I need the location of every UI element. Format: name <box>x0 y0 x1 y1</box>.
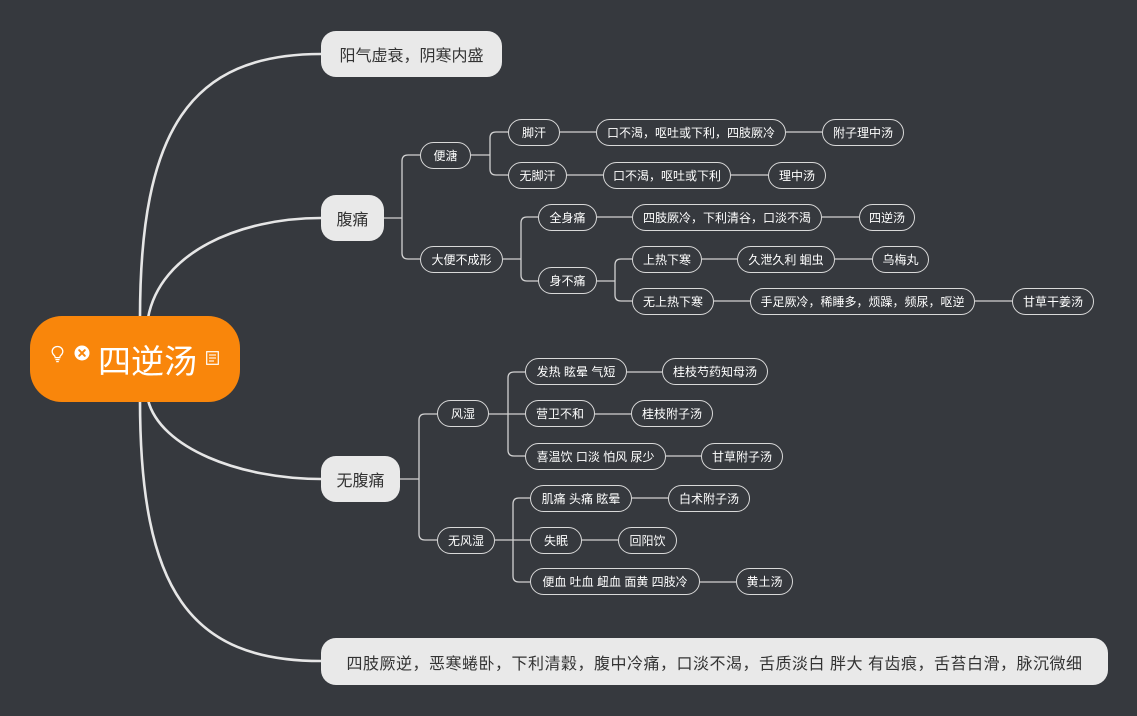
subtopic-insomnia[interactable]: 失眠 <box>530 527 582 554</box>
subtopic-no-foot-sweat[interactable]: 无脚汗 <box>508 162 567 189</box>
cancel-marker-icon[interactable] <box>74 345 90 361</box>
subtopic-huiyang-drink[interactable]: 回阳饮 <box>618 527 677 554</box>
subtopic-foot-sweat[interactable]: 脚汗 <box>508 119 560 146</box>
subtopic-wind-damp[interactable]: 风湿 <box>437 400 489 427</box>
subtopic-sini-decoction[interactable]: 四逆汤 <box>859 204 915 231</box>
subtopic-no-upper-heat-lower-cold[interactable]: 无上热下寒 <box>632 288 714 315</box>
topic-yang-deficiency[interactable]: 阳气虚衰，阴寒内盛 <box>321 31 502 77</box>
subtopic-no-foot-sweat-symptoms[interactable]: 口不渴，呕吐或下利 <box>603 162 731 189</box>
subtopic-no-wind-damp[interactable]: 无风湿 <box>437 527 495 554</box>
subtopic-chronic-diarrhea-worms[interactable]: 久泄久利 蛔虫 <box>737 246 835 273</box>
subtopic-guizhi-fuzi-decoction[interactable]: 桂枝附子汤 <box>631 400 713 427</box>
subtopic-fever-dizziness-short-breath[interactable]: 发热 眩晕 气短 <box>525 358 627 385</box>
lightbulb-icon[interactable] <box>50 345 65 363</box>
note-icon[interactable] <box>206 351 219 365</box>
subtopic-muscle-head-pain-dizziness[interactable]: 肌痛 头痛 眩晕 <box>530 485 632 512</box>
connectors-abdominal-pain <box>384 131 1012 302</box>
subtopic-wumei-pill[interactable]: 乌梅丸 <box>872 246 929 273</box>
subtopic-fuzi-lizhong-decoction[interactable]: 附子理中汤 <box>822 119 904 146</box>
subtopic-loose-stools[interactable]: 便溏 <box>420 142 471 169</box>
subtopic-unformed-stools[interactable]: 大便不成形 <box>420 246 503 273</box>
connector-root-to-abdominal-pain <box>146 216 323 320</box>
root-topic[interactable]: 四逆汤 <box>30 316 240 402</box>
subtopic-upper-heat-lower-cold[interactable]: 上热下寒 <box>632 246 702 273</box>
subtopic-guizhi-shaoyao-zhimu-decoction[interactable]: 桂枝芍药知母汤 <box>662 358 768 385</box>
subtopic-no-body-pain[interactable]: 身不痛 <box>538 267 597 294</box>
subtopic-cold-limbs-symptoms[interactable]: 手足厥冷，稀睡多，烦躁，频尿，呕逆 <box>750 288 975 315</box>
connector-root-to-no-abdominal-pain <box>146 398 323 481</box>
subtopic-bleeding-symptoms[interactable]: 便血 吐血 衄血 面黄 四肢冷 <box>530 568 700 595</box>
subtopic-warm-drink-preference[interactable]: 喜温饮 口淡 怕风 尿少 <box>525 443 666 470</box>
subtopic-huangtu-decoction[interactable]: 黄土汤 <box>736 568 793 595</box>
subtopic-lizhong-decoction[interactable]: 理中汤 <box>768 162 826 189</box>
subtopic-whole-body-pain-symptoms[interactable]: 四肢厥冷，下利清谷，口淡不渴 <box>632 204 822 231</box>
subtopic-gancao-fuzi-decoction[interactable]: 甘草附子汤 <box>701 443 783 470</box>
root-topic-label: 四逆汤 <box>98 343 197 380</box>
connectors-no-abdominal-pain <box>400 371 736 583</box>
subtopic-baizhu-fuzi-decoction[interactable]: 白术附子汤 <box>668 485 750 512</box>
subtopic-ying-wei-disharmony[interactable]: 营卫不和 <box>525 400 595 427</box>
topic-no-abdominal-pain[interactable]: 无腹痛 <box>321 456 400 502</box>
subtopic-foot-sweat-symptoms[interactable]: 口不渴，呕吐或下利，四肢厥冷 <box>596 119 786 146</box>
subtopic-whole-body-pain[interactable]: 全身痛 <box>538 204 597 231</box>
connector-root-to-symptom-summary <box>138 398 323 663</box>
subtopic-gancao-ganjiang-decoction[interactable]: 甘草干姜汤 <box>1012 288 1094 315</box>
topic-abdominal-pain[interactable]: 腹痛 <box>321 195 384 241</box>
connector-root-to-yang-deficiency <box>138 52 323 320</box>
topic-symptom-summary[interactable]: 四肢厥逆，恶寒蜷卧，下利清穀，腹中冷痛，口淡不渴，舌质淡白 胖大 有齿痕，舌苔白… <box>321 638 1108 685</box>
